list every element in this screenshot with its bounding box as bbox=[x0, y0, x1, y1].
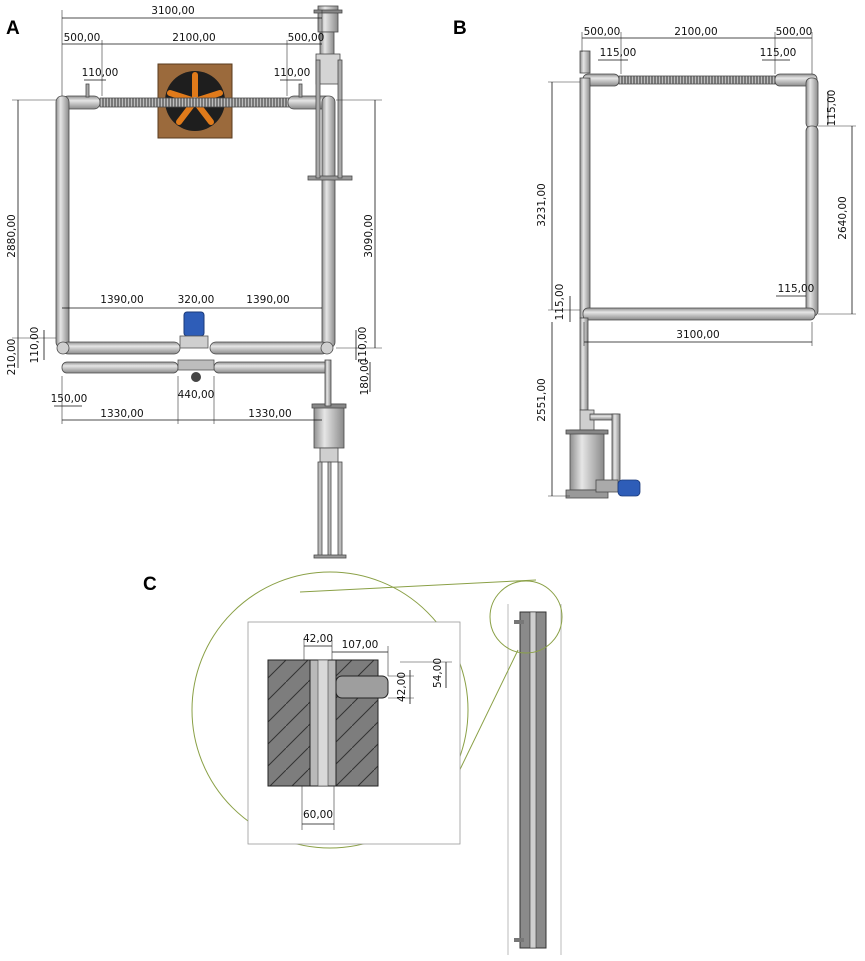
column-a bbox=[307, 5, 353, 559]
dim-a-right-height: 3090,00 bbox=[363, 214, 375, 257]
dims-b bbox=[548, 32, 856, 497]
dims-c bbox=[301, 640, 452, 830]
dim-a-left-offset: 500,00 bbox=[64, 32, 101, 44]
dim-c-branch-outer: 54,00 bbox=[432, 658, 444, 688]
dim-a-total-width: 3100,00 bbox=[151, 5, 194, 17]
pipe-loop-b bbox=[565, 50, 819, 499]
dim-b-left-inlet: 115,00 bbox=[554, 284, 566, 321]
detail-section bbox=[267, 659, 389, 787]
panel-a: A bbox=[6, 5, 382, 559]
panel-a-label: A bbox=[6, 18, 20, 39]
dim-labels-c: 42,00 107,00 42,00 54,00 60,00 bbox=[303, 633, 444, 821]
dim-a-bottom-left: 1390,00 bbox=[100, 294, 143, 306]
pump-a bbox=[177, 311, 215, 382]
dim-b-right-height: 2640,00 bbox=[837, 196, 849, 239]
dim-b-bottom-width: 3100,00 bbox=[676, 329, 719, 341]
dim-a-left-small: 110,00 bbox=[29, 327, 41, 364]
dim-a-low-left: 1330,00 bbox=[100, 408, 143, 420]
dim-b-bottom-inlet: 115,00 bbox=[778, 283, 815, 295]
dim-b-top-left: 500,00 bbox=[584, 26, 621, 38]
dim-a-coil-length: 2100,00 bbox=[172, 32, 215, 44]
dim-a-right-lower: 180,00 bbox=[359, 359, 371, 396]
dims-a bbox=[12, 10, 382, 424]
dim-b-top-mid: 2100,00 bbox=[674, 26, 717, 38]
dim-c-branch-dia: 42,00 bbox=[396, 672, 408, 702]
panel-b: B bbox=[453, 18, 856, 499]
dim-a-foot: 150,00 bbox=[51, 393, 88, 405]
dim-b-lower-height: 2551,00 bbox=[536, 378, 548, 421]
dim-a-right-inlet: 110,00 bbox=[274, 67, 311, 79]
section-pipe bbox=[507, 604, 562, 955]
dim-b-inlet-left: 115,00 bbox=[600, 47, 637, 59]
dim-labels-a: 3100,00 500,00 2100,00 500,00 110,00 110… bbox=[6, 5, 375, 420]
dim-a-bottom-mid: 320,00 bbox=[178, 294, 215, 306]
panel-b-label: B bbox=[453, 18, 467, 39]
dim-a-right-small: 110,00 bbox=[357, 327, 369, 364]
dim-a-left-height: 2880,00 bbox=[6, 214, 18, 257]
dim-a-bottom-right: 1390,00 bbox=[246, 294, 289, 306]
dim-b-top-right: 500,00 bbox=[776, 26, 813, 38]
dim-b-right-inlet: 115,00 bbox=[826, 90, 838, 127]
dim-a-right-offset: 500,00 bbox=[288, 32, 325, 44]
dim-a-left-inlet: 110,00 bbox=[82, 67, 119, 79]
dim-c-pipe-gap: 42,00 bbox=[303, 633, 333, 645]
dim-a-left-lower: 210,00 bbox=[6, 339, 18, 376]
panel-c: C bbox=[143, 571, 563, 955]
panel-c-label: C bbox=[143, 574, 157, 595]
dim-b-total-height: 3231,00 bbox=[536, 183, 548, 226]
dim-a-low-right: 1330,00 bbox=[248, 408, 291, 420]
dim-b-inlet-right: 115,00 bbox=[760, 47, 797, 59]
dim-labels-b: 500,00 2100,00 500,00 115,00 115,00 115,… bbox=[536, 26, 849, 422]
dim-a-low-mid: 440,00 bbox=[178, 389, 215, 401]
pipe-loop-a bbox=[55, 83, 336, 374]
dim-c-wall: 60,00 bbox=[303, 809, 333, 821]
dim-c-branch-length: 107,00 bbox=[342, 639, 379, 651]
